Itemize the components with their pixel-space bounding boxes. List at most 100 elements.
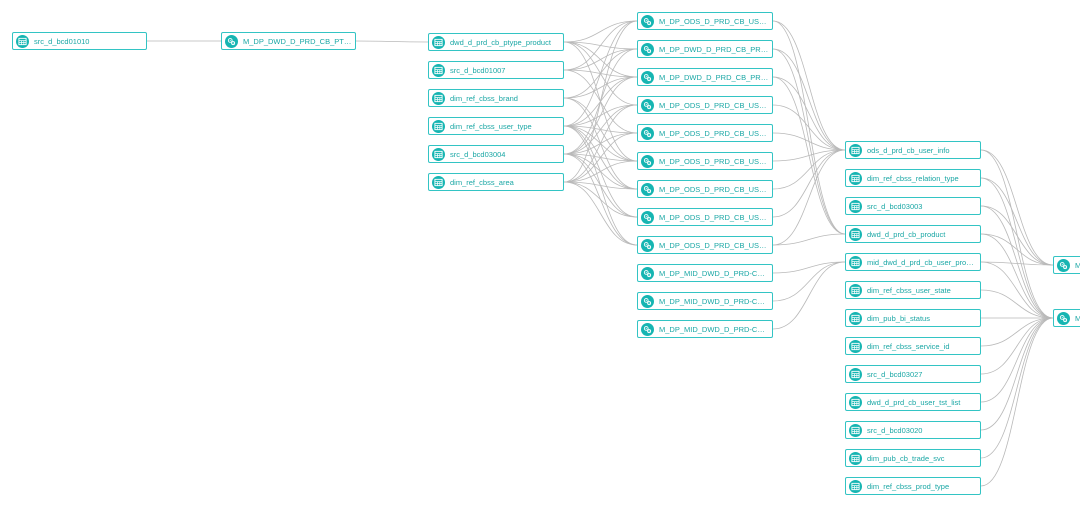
node-label: dim_pub_cb_trade_svc	[867, 453, 945, 463]
job-node[interactable]: M_DP_ODS_D_PRD_CB_USER_I...	[637, 152, 773, 170]
lineage-edge	[980, 149, 1054, 319]
node-label: dim_ref_cbss_brand	[450, 93, 518, 103]
job-node[interactable]: M_DP_MID_DWD_D_PRD-CB_U...	[637, 292, 773, 310]
job-gears-icon	[641, 322, 654, 336]
lineage-edge	[563, 181, 638, 218]
lineage-edge	[980, 317, 1054, 403]
table-node[interactable]: src_d_bcd03003	[845, 197, 981, 215]
table-icon	[849, 367, 862, 381]
job-node[interactable]: M_DP_MID_DWD_D_PRD-CB_U...	[637, 264, 773, 282]
job-gears-icon	[641, 154, 654, 168]
node-label: M_DP_DWD_D_PRD_CB_PROD...	[659, 44, 772, 54]
job-node[interactable]: M_DP_ODS_D_PRD_CB_USER_I...	[637, 208, 773, 226]
node-label: M_DP_DWD_D_PRD_CB_PTYPE...	[243, 36, 355, 46]
node-label: src_d_bcd03020	[867, 425, 923, 435]
lineage-edge	[772, 48, 846, 151]
node-label: dim_pub_bi_status	[867, 313, 930, 323]
lineage-edge	[563, 104, 638, 155]
lineage-edge	[772, 149, 846, 190]
lineage-edge	[980, 261, 1054, 319]
table-node[interactable]: dim_ref_cbss_prod_type	[845, 477, 981, 495]
node-label: dim_ref_cbss_relation_type	[867, 173, 959, 183]
table-node[interactable]: dim_pub_bi_status	[845, 309, 981, 327]
job-node[interactable]: M_DP_DWD_D_PRD_CB_PRODU...	[637, 68, 773, 86]
lineage-edge	[980, 177, 1054, 319]
job-gears-icon	[641, 294, 654, 308]
table-icon	[849, 199, 862, 213]
lineage-edge	[772, 261, 846, 274]
lineage-edge	[980, 261, 1054, 266]
table-node[interactable]: src_d_bcd01007	[428, 61, 564, 79]
table-node[interactable]: dwd_d_prd_cb_ptype_product	[428, 33, 564, 51]
table-icon	[432, 91, 445, 105]
table-node[interactable]: dwd_d_prd_cb_user_tst_list	[845, 393, 981, 411]
table-icon	[432, 35, 445, 49]
lineage-edge	[980, 205, 1054, 266]
job-node[interactable]: M	[1053, 256, 1080, 274]
table-node[interactable]: src_d_bcd03004	[428, 145, 564, 163]
table-node[interactable]: src_d_bcd03020	[845, 421, 981, 439]
table-node[interactable]: src_d_bcd03027	[845, 365, 981, 383]
lineage-edge	[980, 317, 1054, 431]
table-icon	[16, 34, 29, 48]
node-label: M_DP_ODS_D_PRD_CB_USER_I...	[659, 128, 772, 138]
node-label: src_d_bcd03027	[867, 369, 923, 379]
job-node[interactable]: M_DP_DWD_D_PRD_CB_PTYPE...	[221, 32, 356, 50]
node-label: M_DP_MID_DWD_D_PRD-CB_U...	[659, 268, 772, 278]
lineage-edge	[563, 76, 638, 99]
table-icon	[849, 395, 862, 409]
job-node[interactable]: M_DP_DWD_D_PRD_CB_PROD...	[637, 40, 773, 58]
table-node[interactable]: dim_ref_cbss_relation_type	[845, 169, 981, 187]
job-gears-icon	[641, 42, 654, 56]
job-node[interactable]: M_DP_ODS_D_PRD_CB_USER_I...	[637, 12, 773, 30]
lineage-edge	[772, 261, 846, 302]
lineage-edge	[772, 233, 846, 246]
node-label: M	[1075, 314, 1080, 323]
table-node[interactable]: mid_dwd_d_prd_cb_user_product	[845, 253, 981, 271]
job-gears-icon	[225, 34, 238, 48]
table-node[interactable]: dim_ref_cbss_brand	[428, 89, 564, 107]
node-label: M_DP_ODS_D_PRD_CB_USER_I...	[659, 16, 772, 26]
node-label: dim_ref_cbss_user_state	[867, 285, 951, 295]
table-icon	[849, 283, 862, 297]
lineage-edge	[772, 149, 846, 162]
node-label: M_DP_ODS_D_PRD_CB_USER_I...	[659, 100, 772, 110]
table-node[interactable]: dim_ref_cbss_area	[428, 173, 564, 191]
lineage-edge	[563, 48, 638, 71]
lineage-edge	[563, 181, 638, 190]
job-gears-icon	[641, 126, 654, 140]
table-icon	[849, 143, 862, 157]
node-label: M_DP_ODS_D_PRD_CB_USER_I...	[659, 184, 772, 194]
table-node[interactable]: dim_pub_cb_trade_svc	[845, 449, 981, 467]
job-node[interactable]: M_DP_ODS_D_PRD_CB_USER_I...	[637, 236, 773, 254]
job-node[interactable]: M_DP_ODS_D_PRD_CB_USER_I...	[637, 124, 773, 142]
lineage-edge	[563, 20, 638, 127]
table-node[interactable]: src_d_bcd01010	[12, 32, 147, 50]
job-gears-icon	[641, 98, 654, 112]
table-icon	[849, 171, 862, 185]
table-node[interactable]: dwd_d_prd_cb_product	[845, 225, 981, 243]
table-node[interactable]: dim_ref_cbss_service_id	[845, 337, 981, 355]
node-label: M	[1075, 261, 1080, 270]
node-label: M_DP_ODS_D_PRD_CB_USER_I...	[659, 240, 772, 250]
job-node[interactable]: M	[1053, 309, 1080, 327]
job-node[interactable]: M_DP_ODS_D_PRD_CB_USER_I...	[637, 96, 773, 114]
node-label: src_d_bcd03004	[450, 149, 506, 159]
lineage-edge	[980, 317, 1054, 487]
node-label: M_DP_MID_DWD_D_PRD-CB_U...	[659, 296, 772, 306]
lineage-edge	[980, 233, 1054, 266]
lineage-edge	[980, 177, 1054, 266]
job-node[interactable]: M_DP_MID_DWD_D_PRD-CB_U...	[637, 320, 773, 338]
table-node[interactable]: dim_ref_cbss_user_state	[845, 281, 981, 299]
job-node[interactable]: M_DP_ODS_D_PRD_CB_USER_I...	[637, 180, 773, 198]
table-icon	[432, 175, 445, 189]
node-label: mid_dwd_d_prd_cb_user_product	[867, 257, 980, 267]
table-node[interactable]: ods_d_prd_cb_user_info	[845, 141, 981, 159]
lineage-edge	[563, 160, 638, 183]
node-label: M_DP_MID_DWD_D_PRD-CB_U...	[659, 324, 772, 334]
table-node[interactable]: dim_ref_cbss_user_type	[428, 117, 564, 135]
lineage-edge	[563, 20, 638, 71]
lineage-edge	[563, 104, 638, 183]
